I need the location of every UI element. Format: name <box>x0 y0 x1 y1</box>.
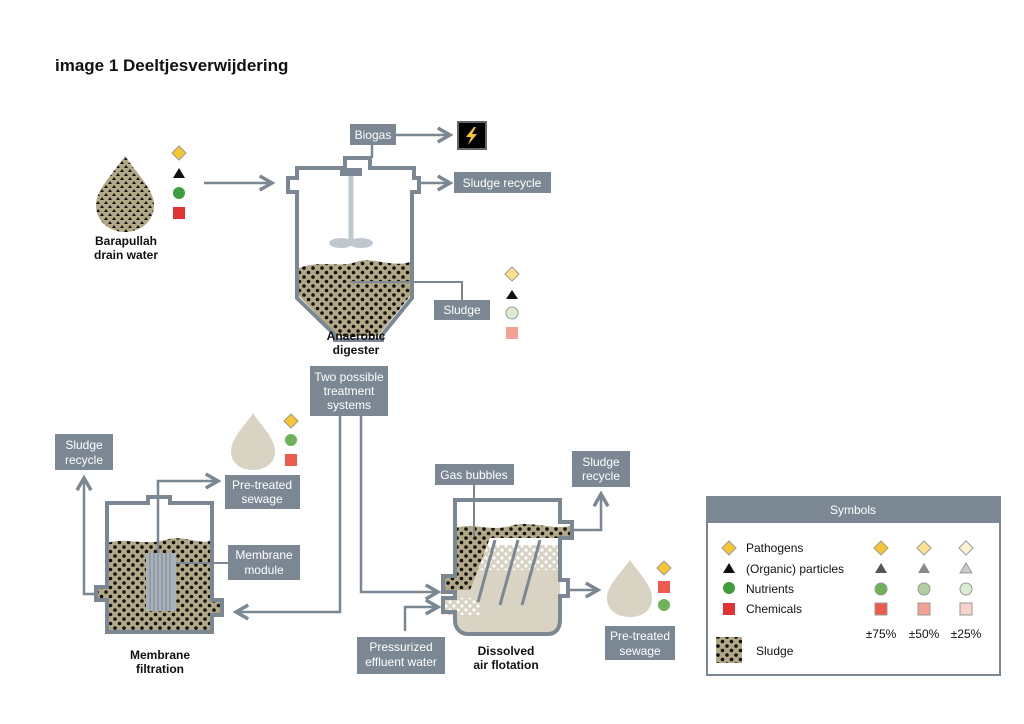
digester-label-line1: Anaerobic <box>327 329 386 343</box>
mf-pretreated-line1: Pre-treated <box>232 478 292 492</box>
membrane-tank <box>94 495 224 634</box>
pathogen-icon <box>721 540 737 556</box>
sludge-label: Sludge <box>443 303 481 317</box>
sludge-recycle-box-daf: Sludge recycle <box>572 451 630 487</box>
chemical-icon <box>506 327 518 339</box>
legend-header: Symbols <box>830 503 876 517</box>
pressurized-line2: effluent water <box>365 655 437 669</box>
level-50: ±50% <box>909 627 940 641</box>
membrane-module-box: Membrane module <box>228 545 300 580</box>
gas-bubbles-label: Gas bubbles <box>440 468 507 482</box>
level-25: ±25% <box>951 627 982 641</box>
source-label-line2: drain water <box>94 248 158 262</box>
particle-icon <box>506 290 518 299</box>
to-membrane-arrow <box>236 416 342 612</box>
nutrient-icon <box>505 306 519 320</box>
source-label-line1: Barapullah <box>95 234 157 248</box>
chemical-icon <box>285 454 297 466</box>
legend-item-chemicals: Chemicals <box>746 602 802 616</box>
pathogen-icon <box>283 413 299 429</box>
sludge-recycle-box-digester: Sludge recycle <box>454 172 551 193</box>
particle-50-icon <box>918 563 930 573</box>
anaerobic-digester <box>286 156 421 342</box>
level-75: ±75% <box>866 627 897 641</box>
daf-label-line2: air flotation <box>473 658 538 672</box>
mf-label-line2: filtration <box>136 662 184 676</box>
daf-tank <box>441 498 574 636</box>
daf-pretreated-line2: sewage <box>619 644 661 658</box>
chemical-50-icon <box>917 602 931 616</box>
chemical-75-icon <box>874 602 888 616</box>
nutrient-25-icon <box>959 582 973 596</box>
chemical-icon <box>658 581 670 593</box>
source-symbols <box>171 145 187 219</box>
sludge-recycle-box-mf: Sludge recycle <box>55 434 113 470</box>
sludge-box: Sludge <box>434 300 490 320</box>
pressurized-line1: Pressurized <box>369 640 432 654</box>
chemical-25-icon <box>959 602 973 616</box>
symbols-legend: Symbols Pathogens (Organic) particles Nu… <box>706 496 1001 676</box>
pathogen-icon <box>656 560 672 576</box>
daf-recycle-line1: Sludge <box>582 455 620 469</box>
particle-25-icon <box>959 562 973 574</box>
particle-icon <box>173 168 185 178</box>
mf-label-line1: Membrane <box>130 648 190 662</box>
daf-recycle-line2: recycle <box>582 469 620 483</box>
sludge-symbols <box>504 266 520 339</box>
gas-bubbles-box: Gas bubbles <box>435 464 514 485</box>
pathogen-icon <box>504 266 520 282</box>
pressurized-water-box: Pressurized effluent water <box>357 637 445 674</box>
legend-item-particles: (Organic) particles <box>746 562 844 576</box>
mf-recycle-line1: Sludge <box>65 438 103 452</box>
branch-line1: Two possible <box>314 370 384 384</box>
page-title: image 1 Deeltjesverwijdering <box>55 56 289 75</box>
pressurized-arrow <box>403 607 438 631</box>
nutrient-icon <box>723 582 735 594</box>
nutrient-75-icon <box>874 582 888 596</box>
nutrient-icon <box>173 187 185 199</box>
pretreated-arrow-mf <box>156 481 218 553</box>
pathogen-75-icon <box>873 540 889 556</box>
module-line1: Membrane <box>235 548 293 562</box>
nutrient-icon <box>285 434 297 446</box>
to-daf-arrow <box>359 416 438 592</box>
daf-pretreated-line1: Pre-treated <box>610 629 670 643</box>
pathogen-50-icon <box>916 540 932 556</box>
lightning-icon <box>457 121 487 150</box>
pathogen-icon <box>171 145 187 161</box>
biogas-label: Biogas <box>355 128 392 142</box>
legend-item-nutrients: Nutrients <box>746 582 794 596</box>
daf-symbols <box>656 560 672 611</box>
nutrient-50-icon <box>917 582 931 596</box>
daf-label-line1: Dissolved <box>478 644 535 658</box>
pretreated-box-daf: Pre-treated sewage <box>605 626 675 660</box>
module-line2: module <box>244 563 284 577</box>
sludge-recycle-arrow-daf <box>572 494 601 532</box>
pretreated-drop-mf <box>231 413 275 470</box>
branch-line3: systems <box>327 398 371 412</box>
particle-75-icon <box>875 563 887 573</box>
sludge-recycle-label: Sludge recycle <box>463 176 542 190</box>
mf-recycle-line2: recycle <box>65 453 103 467</box>
branch-line2: treatment <box>324 384 375 398</box>
mf-symbols <box>283 413 299 466</box>
mf-pretreated-line2: sewage <box>241 492 283 506</box>
chemical-icon <box>173 207 185 219</box>
nutrient-icon <box>658 599 670 611</box>
pretreated-box-mf: Pre-treated sewage <box>225 475 300 509</box>
biogas-box: Biogas <box>350 124 396 145</box>
legend-item-pathogens: Pathogens <box>746 541 803 555</box>
sludge-swatch-icon <box>716 637 742 663</box>
sludge-recycle-arrow-mf <box>84 478 96 596</box>
legend-item-sludge: Sludge <box>756 644 794 658</box>
digester-label-line2: digester <box>333 343 380 357</box>
particle-icon <box>723 563 735 573</box>
treatment-systems-box: Two possible treatment systems <box>310 366 388 416</box>
chemical-icon <box>723 603 735 615</box>
drain-water-drop <box>96 156 154 232</box>
pathogen-25-icon <box>958 540 974 556</box>
pretreated-drop-daf <box>607 560 652 617</box>
